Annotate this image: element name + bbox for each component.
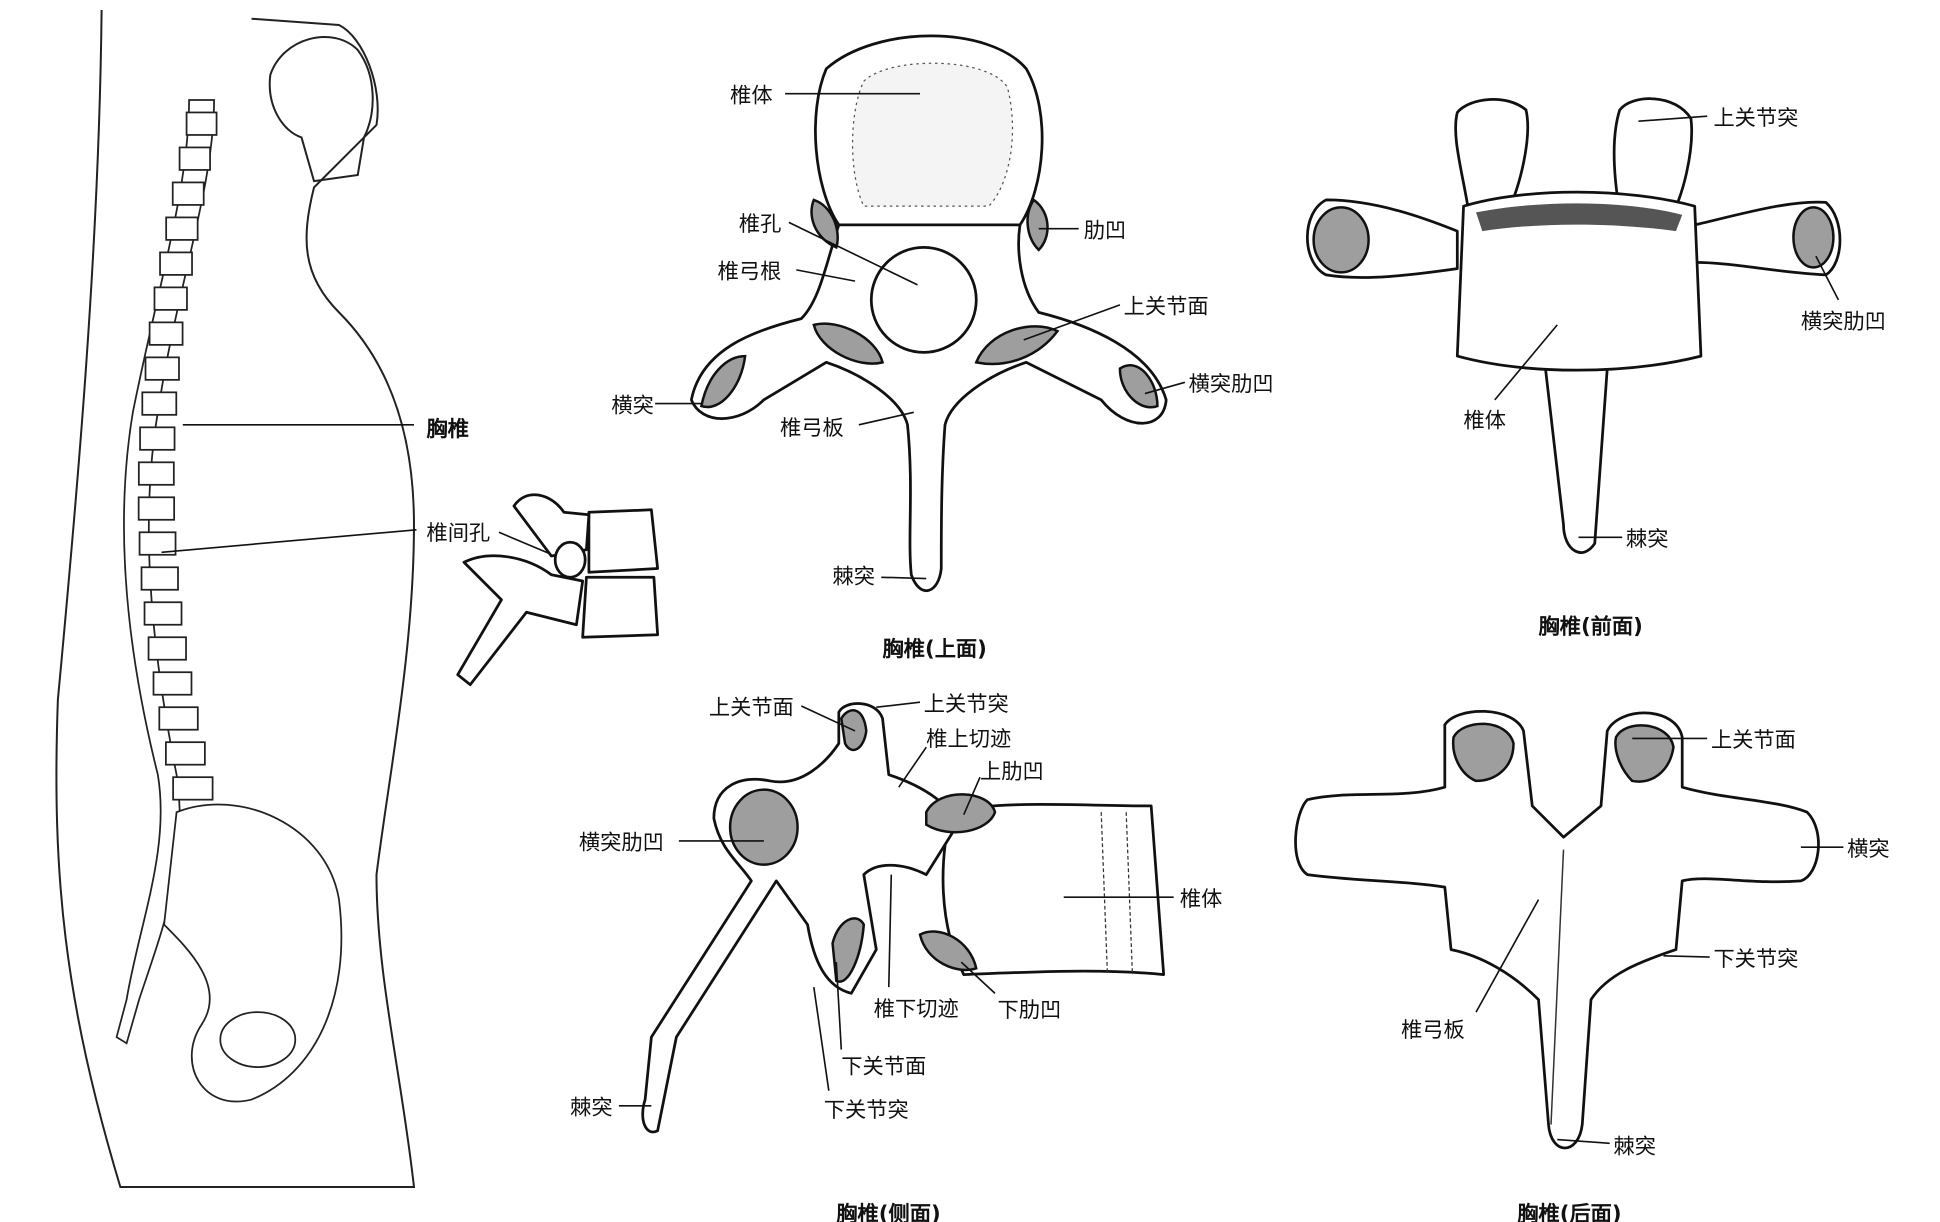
label-transverse-costal-fovea-anterior: 横突肋凹	[1801, 310, 1886, 335]
vertebra-segment	[140, 566, 179, 591]
label-vertebral-body-anterior: 椎体	[1464, 408, 1506, 433]
caption-posterior-view: 胸椎(后面)	[1517, 1201, 1621, 1222]
label-inferior-articular-facet-lateral: 下关节面	[841, 1054, 926, 1079]
obturator-foramen	[219, 1011, 297, 1068]
vertebra-segment	[143, 601, 183, 626]
label-spinous-process-superior: 棘突	[833, 565, 875, 590]
caption-lateral-view: 胸椎(侧面)	[836, 1201, 940, 1222]
label-spinous-process-lateral: 棘突	[570, 1096, 612, 1121]
label-superior-articular-facet-posterior: 上关节面	[1711, 728, 1796, 753]
vertebra-segment	[165, 741, 206, 766]
label-transverse-costal-fovea-superior: 横突肋凹	[1189, 372, 1274, 397]
lateral-view-vertebra	[641, 702, 1166, 1134]
posterior-view-vertebra	[1294, 709, 1820, 1150]
anterior-view-vertebra	[1306, 97, 1842, 554]
label-lamina-superior: 椎弓板	[780, 416, 844, 441]
label-pedicle: 椎弓根	[718, 260, 782, 285]
vertebra-segment	[172, 776, 214, 801]
vertebra-segment	[141, 391, 178, 416]
vertebra-segment	[139, 426, 176, 451]
label-transverse-costal-fovea-lateral: 横突肋凹	[579, 831, 664, 856]
label-spinous-process-anterior: 棘突	[1626, 527, 1668, 552]
vertebra-segment	[147, 636, 187, 661]
vertebra-segment	[137, 496, 176, 521]
label-inferior-vertebral-notch: 椎下切迹	[874, 997, 959, 1022]
label-thoracic-vertebrae: 胸椎	[426, 416, 468, 442]
caption-anterior-view: 胸椎(前面)	[1539, 613, 1643, 639]
vertebral-foramen	[869, 246, 978, 354]
skull	[268, 36, 374, 183]
label-spinous-process-posterior: 棘突	[1613, 1134, 1655, 1159]
vertebra-segment	[152, 671, 193, 696]
vertebra-segment	[138, 531, 177, 556]
vertebra-segment	[144, 356, 180, 381]
vertebra-segment	[185, 111, 218, 136]
superior-view-vertebra	[689, 34, 1168, 593]
vertebra-segment	[148, 321, 184, 346]
label-vertebral-body-lateral: 椎体	[1180, 887, 1222, 912]
vertebra-segment	[153, 286, 188, 311]
label-intervertebral-foramen: 椎间孔	[426, 521, 490, 546]
vertebra-segment	[137, 461, 175, 486]
vertebra-segment	[171, 181, 205, 206]
vertebra-segment	[178, 146, 211, 171]
label-inferior-articular-process-lateral: 下关节突	[824, 1098, 909, 1123]
label-transverse-process-superior: 横突	[611, 393, 653, 418]
vertebra-segment	[159, 251, 193, 276]
vertebra-segment	[158, 706, 199, 731]
label-superior-articular-facet-lateral: 上关节面	[709, 696, 794, 721]
label-transverse-process-posterior: 横突	[1847, 837, 1889, 862]
label-vertebral-foramen: 椎孔	[739, 212, 781, 237]
pelvis	[163, 803, 343, 1103]
intervertebral-foramen-inset	[456, 493, 660, 687]
label-superior-articular-process-anterior: 上关节突	[1713, 106, 1798, 131]
caption-superior-view: 胸椎(上面)	[883, 636, 987, 662]
label-costal-fovea: 肋凹	[1084, 218, 1126, 243]
vertebra-segment	[165, 216, 199, 241]
label-lamina-posterior: 椎弓板	[1401, 1018, 1465, 1043]
label-superior-articular-facet-superior: 上关节面	[1124, 295, 1209, 320]
label-vertebral-body-superior: 椎体	[730, 83, 772, 108]
label-superior-vertebral-notch: 椎上切迹	[926, 727, 1011, 752]
label-inferior-articular-process-posterior: 下关节突	[1713, 947, 1798, 972]
label-superior-costal-fovea: 上肋凹	[980, 759, 1044, 784]
label-inferior-costal-fovea: 下肋凹	[997, 998, 1061, 1023]
body-silhouette-figure	[55, 9, 416, 1189]
label-superior-articular-process-lateral: 上关节突	[924, 692, 1009, 717]
